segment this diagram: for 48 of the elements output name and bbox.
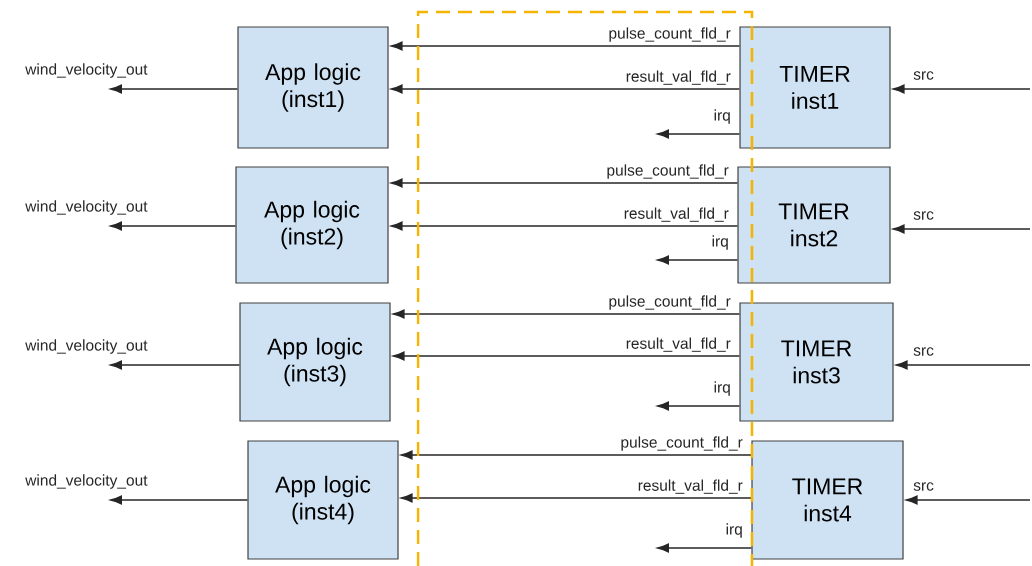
edge-label: pulse_count_fld_r [607, 26, 732, 43]
arrow [390, 221, 739, 231]
arrow [110, 360, 241, 370]
arrow [657, 401, 741, 411]
arrow [390, 41, 741, 51]
edge-label: pulse_count_fld_r [607, 294, 732, 311]
block-box: App logic (inst3) [239, 302, 391, 422]
arrow [895, 360, 1031, 370]
block-box: TIMER inst1 [739, 26, 891, 149]
edge-label: result_val_fld_r [622, 206, 730, 223]
arrow [905, 495, 1031, 505]
edge-label: irq [712, 380, 732, 397]
arrow [392, 351, 741, 361]
arrow [390, 84, 741, 94]
arrow [390, 178, 739, 188]
edge-label: wind_velocity_out [24, 199, 149, 216]
edge-label: irq [712, 108, 732, 125]
edge-label: irq [710, 234, 730, 251]
block-box: TIMER inst3 [739, 302, 894, 422]
arrow [400, 493, 753, 503]
edge-label: result_val_fld_r [624, 336, 732, 353]
block-box: App logic (inst1) [237, 26, 389, 149]
edge-label: wind_velocity_out [24, 338, 149, 355]
edge-label: src [912, 346, 935, 357]
arrow [657, 255, 739, 265]
edge-label: src [912, 481, 935, 492]
edge-label: src [912, 210, 935, 221]
edge-label: irq [724, 522, 744, 539]
block-box: App logic (inst2) [235, 166, 389, 284]
edge-label: pulse_count_fld_r [605, 163, 730, 180]
edge-label: wind_velocity_out [24, 62, 149, 79]
edge-label: pulse_count_fld_r [619, 435, 744, 452]
edge-label: wind_velocity_out [24, 473, 149, 490]
arrow [110, 495, 249, 505]
block-box: TIMER inst4 [751, 440, 904, 560]
block-box: TIMER inst2 [737, 166, 891, 284]
arrow [657, 129, 741, 139]
arrow [110, 221, 237, 231]
edge-label: src [912, 70, 935, 81]
edge-label: result_val_fld_r [624, 69, 732, 86]
arrow [892, 84, 1031, 94]
arrow [892, 224, 1031, 234]
block-box: App logic (inst4) [247, 440, 399, 560]
arrow [400, 450, 753, 460]
edge-label: result_val_fld_r [636, 478, 744, 495]
arrow [110, 84, 239, 94]
arrow [657, 543, 753, 553]
arrow [392, 309, 741, 319]
